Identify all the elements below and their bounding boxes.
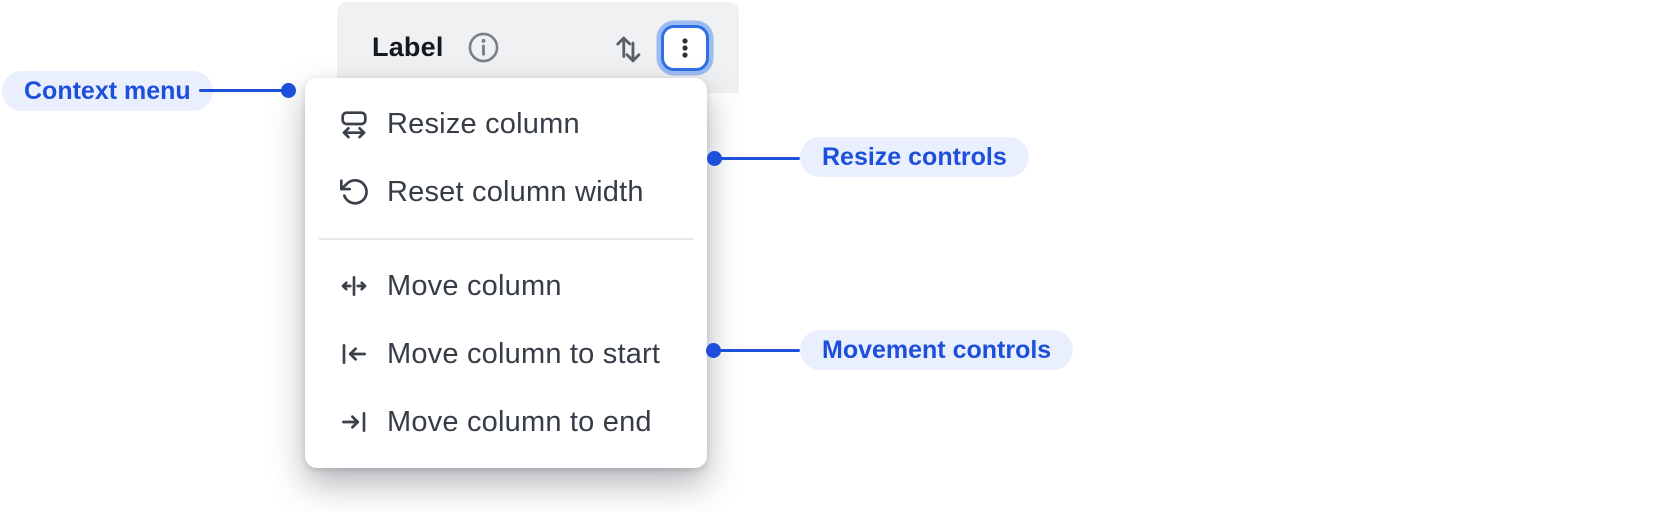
move-column-to-start-icon bbox=[338, 338, 370, 370]
menu-item-reset-column-width[interactable]: Reset column width bbox=[305, 158, 707, 226]
column-title: Label bbox=[372, 32, 444, 62]
annotation-connector-dot bbox=[706, 343, 721, 358]
annotation-connector-line bbox=[199, 89, 283, 92]
move-column-icon bbox=[338, 270, 370, 302]
menu-item-label: Move column bbox=[387, 269, 562, 302]
annotation-connector-line bbox=[718, 349, 800, 352]
menu-item-move-column[interactable]: Move column bbox=[305, 252, 707, 320]
info-icon[interactable] bbox=[466, 30, 501, 65]
annotation-movement-controls: Movement controls bbox=[800, 330, 1074, 370]
menu-item-move-column-to-start[interactable]: Move column to start bbox=[305, 320, 707, 388]
annotation-connector-dot bbox=[281, 83, 296, 98]
resize-column-icon bbox=[338, 108, 370, 140]
move-column-to-end-icon bbox=[338, 406, 370, 438]
reset-column-width-icon bbox=[338, 176, 370, 208]
context-menu: Resize column Reset column width bbox=[305, 78, 707, 468]
table-column-header: Label bbox=[337, 2, 739, 93]
menu-item-label: Resize column bbox=[387, 107, 580, 140]
sort-arrows-icon[interactable] bbox=[611, 31, 645, 65]
kebab-menu-icon bbox=[672, 35, 698, 61]
menu-item-label: Move column to end bbox=[387, 405, 652, 438]
menu-item-label: Move column to start bbox=[387, 337, 661, 370]
annotation-resize-controls: Resize controls bbox=[800, 137, 1029, 177]
menu-item-label: Reset column width bbox=[387, 175, 644, 208]
annotation-context-menu: Context menu bbox=[2, 71, 213, 111]
menu-divider bbox=[319, 238, 693, 240]
annotation-connector-line bbox=[719, 157, 800, 160]
menu-item-resize-column[interactable]: Resize column bbox=[305, 90, 707, 158]
annotation-connector-dot bbox=[707, 151, 722, 166]
column-menu-button[interactable] bbox=[661, 24, 709, 71]
menu-item-move-column-to-end[interactable]: Move column to end bbox=[305, 388, 707, 456]
